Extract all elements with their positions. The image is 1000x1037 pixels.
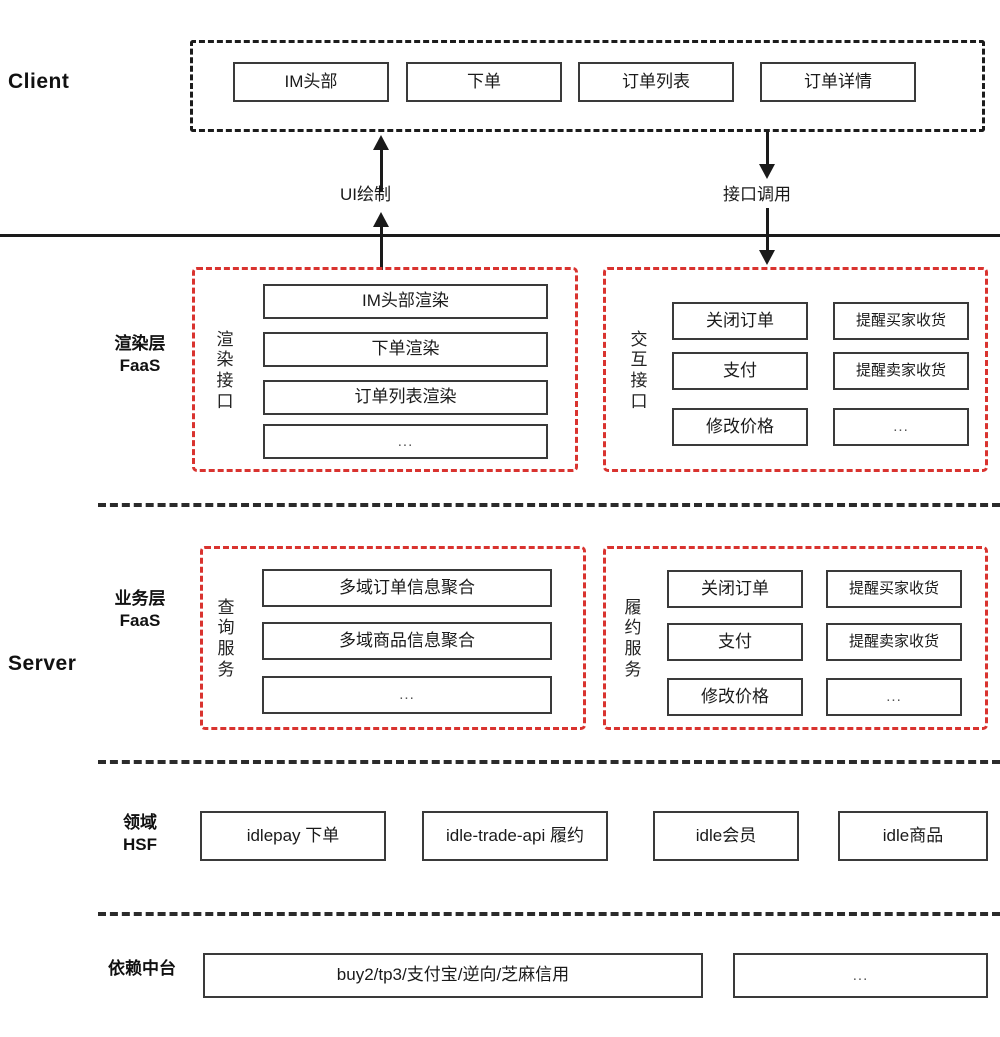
api-call-arrow-label: 接口调用	[723, 185, 791, 204]
render-interface-caption-char-2: 染	[216, 350, 234, 370]
interaction-caption-char-2: 互	[630, 350, 648, 370]
render-item-place-order[interactable]: 下单渲染	[263, 332, 548, 367]
api-call-arrow-head-lower	[759, 250, 775, 265]
fulfillment-item-modify-price[interactable]: 修改价格	[667, 678, 803, 716]
business-layer-label-line2: FaaS	[119, 611, 161, 631]
platform-item-middleware-deps[interactable]: buy2/tp3/支付宝/逆向/芝麻信用	[203, 953, 703, 998]
fulfillment-item-pay[interactable]: 支付	[667, 623, 803, 661]
render-item-more[interactable]: ...	[263, 424, 548, 459]
domain-item-idlepay-order[interactable]: idlepay 下单	[200, 811, 386, 861]
platform-item-more[interactable]: ...	[733, 953, 988, 998]
ui-render-arrow-shaft-lower	[380, 225, 383, 270]
render-interface-caption-char-1: 渲	[216, 329, 234, 349]
api-call-arrow-shaft-lower	[766, 208, 769, 253]
domain-item-idle-member[interactable]: idle会员	[653, 811, 799, 861]
query-item-multi-domain-product[interactable]: 多域商品信息聚合	[262, 622, 552, 660]
interaction-interface-group-caption: 交 互 接 口	[626, 312, 652, 430]
client-server-divider	[0, 234, 1000, 237]
ui-render-arrow-head-lower	[373, 212, 389, 227]
api-call-arrow-shaft-upper	[766, 132, 769, 166]
domain-item-idle-trade-api[interactable]: idle-trade-api 履约	[422, 811, 608, 861]
query-service-caption-char-4: 务	[217, 659, 235, 679]
render-layer-label-line1: 渲染层	[114, 334, 166, 353]
ui-render-arrow-label: UI绘制	[340, 185, 391, 204]
domain-layer-row-label: 领域 HSF	[100, 812, 180, 857]
client-box-order-detail[interactable]: 订单详情	[760, 62, 916, 102]
fulfillment-item-close-order[interactable]: 关闭订单	[667, 570, 803, 608]
domain-item-idle-product[interactable]: idle商品	[838, 811, 988, 861]
render-layer-label-line2: FaaS	[119, 356, 161, 376]
query-service-caption-char-2: 询	[217, 618, 235, 638]
fulfillment-service-group-caption: 履 约 服 务	[620, 580, 646, 698]
fulfillment-item-remind-seller[interactable]: 提醒卖家收货	[826, 623, 962, 661]
fulfillment-caption-char-1: 履	[624, 597, 642, 617]
query-service-group-container	[200, 546, 586, 730]
client-box-im-header[interactable]: IM头部	[233, 62, 389, 102]
client-section-label: Client	[8, 70, 70, 93]
interaction-caption-char-4: 口	[630, 391, 648, 411]
query-service-caption-char-1: 查	[217, 597, 235, 617]
query-service-caption-char-3: 服	[217, 639, 235, 658]
interaction-caption-char-3: 接	[630, 371, 648, 390]
render-item-im-header[interactable]: IM头部渲染	[263, 284, 548, 319]
interaction-item-remind-buyer[interactable]: 提醒买家收货	[833, 302, 969, 340]
fulfillment-item-remind-buyer[interactable]: 提醒买家收货	[826, 570, 962, 608]
query-service-group-caption: 查 询 服 务	[213, 580, 239, 698]
client-box-order-list[interactable]: 订单列表	[578, 62, 734, 102]
render-item-order-list[interactable]: 订单列表渲染	[263, 380, 548, 415]
fulfillment-caption-char-3: 服	[624, 639, 642, 658]
render-business-separator	[98, 503, 1000, 507]
interaction-item-close-order[interactable]: 关闭订单	[672, 302, 808, 340]
interaction-item-more[interactable]: ...	[833, 408, 969, 446]
ui-render-arrow-shaft-upper	[380, 148, 383, 191]
interaction-item-remind-seller[interactable]: 提醒卖家收货	[833, 352, 969, 390]
query-item-multi-domain-order[interactable]: 多域订单信息聚合	[262, 569, 552, 607]
render-interface-group-container	[192, 267, 578, 472]
interaction-interface-group-container	[603, 267, 988, 472]
domain-platform-separator	[98, 912, 1000, 916]
client-group-container	[190, 40, 985, 132]
domain-layer-label-line2: HSF	[123, 835, 157, 855]
business-domain-separator	[98, 760, 1000, 764]
ui-render-arrow-head-upper	[373, 135, 389, 150]
interaction-item-pay[interactable]: 支付	[672, 352, 808, 390]
interaction-caption-char-1: 交	[630, 329, 648, 349]
fulfillment-caption-char-4: 务	[624, 659, 642, 679]
fulfillment-caption-char-2: 约	[624, 618, 642, 638]
interaction-item-modify-price[interactable]: 修改价格	[672, 408, 808, 446]
render-interface-caption-char-3: 接	[216, 371, 234, 390]
query-item-more[interactable]: ...	[262, 676, 552, 714]
render-layer-row-label: 渲染层 FaaS	[100, 333, 180, 378]
client-box-place-order[interactable]: 下单	[406, 62, 562, 102]
server-section-label: Server	[8, 652, 77, 675]
platform-layer-row-label: 依赖中台	[108, 959, 176, 978]
business-layer-label-line1: 业务层	[114, 589, 166, 608]
render-interface-caption-char-4: 口	[216, 391, 234, 411]
domain-layer-label-line1: 领域	[123, 813, 157, 832]
api-call-arrow-head-upper	[759, 164, 775, 179]
fulfillment-item-more[interactable]: ...	[826, 678, 962, 716]
fulfillment-service-group-container	[603, 546, 988, 730]
render-interface-group-caption: 渲 染 接 口	[212, 312, 238, 430]
business-layer-row-label: 业务层 FaaS	[100, 588, 180, 633]
